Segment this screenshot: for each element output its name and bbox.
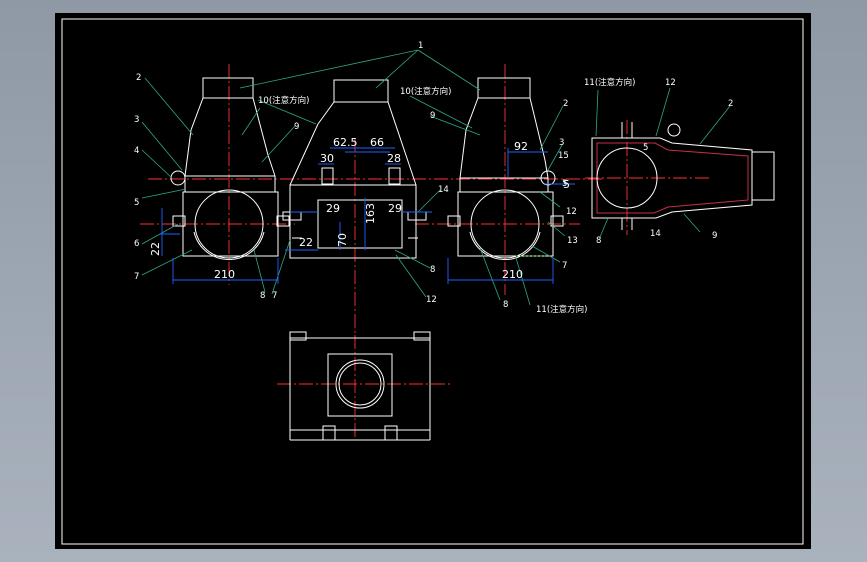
label-14-side: 14 (650, 229, 661, 239)
dim-28: 28 (387, 152, 401, 165)
label-9-center: 9 (430, 111, 435, 121)
dim-210-left: 210 (214, 268, 235, 281)
label-15: 15 (558, 151, 569, 161)
dimension-texts: 62.5 66 30 28 92 5 29 29 163 70 22 22 21… (149, 136, 570, 281)
dim-29-right: 29 (388, 202, 402, 215)
label-1: 1 (418, 41, 423, 51)
dim-210-right: 210 (502, 268, 523, 281)
label-10-left: 10(注意方向) (258, 95, 309, 106)
dim-62-5: 62.5 (333, 136, 358, 149)
label-9-left: 9 (294, 122, 299, 132)
label-12-side: 12 (665, 78, 676, 88)
label-3-right: 3 (559, 138, 564, 148)
dim-30: 30 (320, 152, 334, 165)
label-5-side: 5 (643, 143, 648, 153)
view-center (282, 79, 427, 259)
dim-92: 92 (514, 140, 528, 153)
dim-66: 66 (370, 136, 384, 149)
drawing-sheet: 1 2 3 4 5 6 7 8 7 10(注意方向) 9 10(注意方向) 9 … (55, 13, 811, 549)
dim-22-center: 22 (299, 236, 313, 249)
label-12-center: 12 (426, 295, 437, 305)
leader-lines (141, 49, 731, 306)
label-10-right: 10(注意方向) (400, 86, 451, 97)
label-12-right: 12 (566, 207, 577, 217)
view-side (591, 122, 775, 230)
label-13: 13 (567, 236, 578, 246)
dim-163: 163 (364, 203, 377, 224)
label-4: 4 (134, 146, 139, 156)
label-8-side: 8 (596, 236, 601, 246)
label-9-side: 9 (712, 231, 717, 241)
label-8-right: 8 (503, 300, 508, 310)
label-2-side: 2 (728, 99, 733, 109)
label-6: 6 (134, 239, 139, 249)
frame-border (61, 18, 804, 545)
dim-29-left: 29 (326, 202, 340, 215)
label-8-left: 8 (260, 291, 265, 301)
label-5-right: 5 (562, 179, 567, 189)
label-7-center: 7 (272, 291, 277, 301)
label-11-bottom: 11(注意方向) (536, 304, 587, 315)
view-right (447, 77, 564, 261)
label-14-center: 14 (438, 185, 449, 195)
label-8-center: 8 (430, 265, 435, 275)
dim-5: 5 (563, 178, 570, 191)
part-labels: 1 2 3 4 5 6 7 8 7 10(注意方向) 9 10(注意方向) 9 … (134, 41, 733, 315)
center-lines (140, 64, 710, 438)
cad-drawing: 1 2 3 4 5 6 7 8 7 10(注意方向) 9 10(注意方向) 9 … (61, 18, 804, 545)
dim-22-left: 22 (149, 242, 162, 256)
label-7-left: 7 (134, 272, 139, 282)
label-7-right: 7 (562, 261, 567, 271)
label-2-center: 2 (563, 99, 568, 109)
label-3-left: 3 (134, 115, 139, 125)
dim-70: 70 (336, 233, 349, 247)
label-11-top: 11(注意方向) (584, 77, 635, 88)
label-5-left: 5 (134, 198, 139, 208)
view-bottom (289, 331, 431, 441)
label-2-left: 2 (136, 73, 141, 83)
dimension-lines (160, 147, 575, 284)
